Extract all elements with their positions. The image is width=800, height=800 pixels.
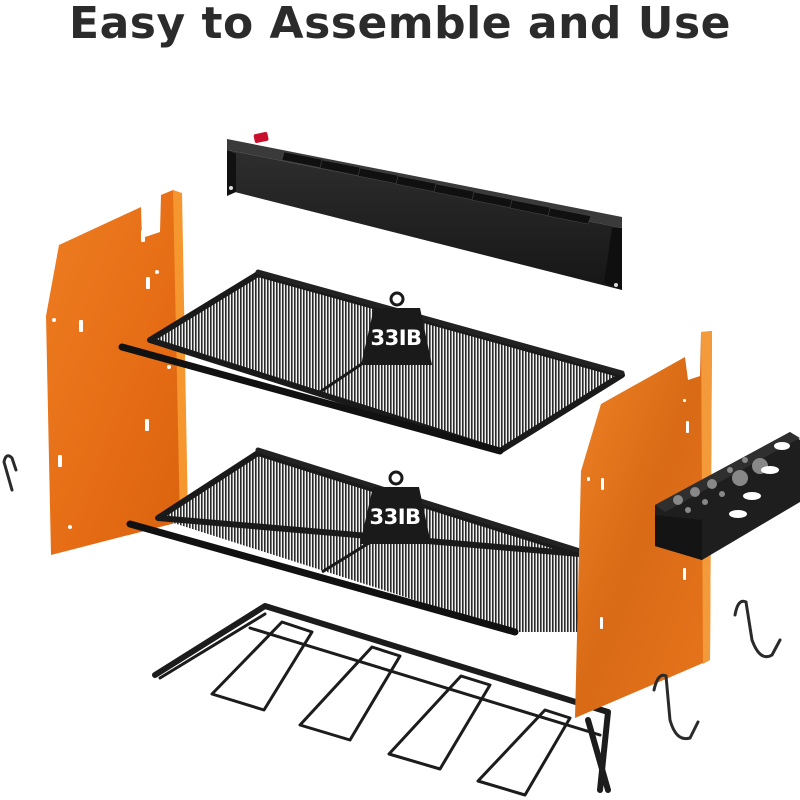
page-title: Easy to Assemble and Use [69, 0, 731, 49]
hook-icon [652, 673, 700, 741]
power-switch-icon [253, 132, 269, 143]
right-side-panel [575, 331, 712, 718]
weight-label: 33IB [369, 505, 420, 529]
lower-shelf [126, 447, 583, 636]
hook-icon [2, 454, 18, 492]
weight-badge-upper: 33IB [361, 291, 432, 365]
weight-label: 33IB [370, 326, 421, 350]
left-side-panel [46, 190, 188, 555]
drill-holder [152, 603, 611, 797]
screwdriver-bit-holder [655, 432, 800, 560]
weight-badge-lower: 33IB [360, 470, 431, 544]
power-strip [227, 132, 622, 290]
hook-icon [733, 599, 782, 659]
